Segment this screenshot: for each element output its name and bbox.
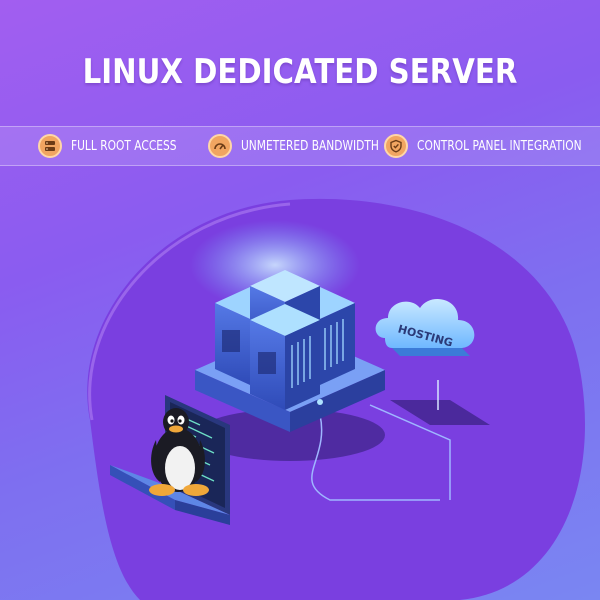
feature-control-panel-integration: CONTROL PANEL INTEGRATION — [384, 133, 600, 159]
server-shadow — [195, 409, 385, 461]
background-blob-rim — [88, 202, 291, 421]
base-led — [317, 399, 323, 405]
server-base-right — [290, 370, 385, 432]
feature-bar: FULL ROOT ACCESS UNMETERED BANDWIDTH CON… — [0, 126, 600, 166]
speed-gauge-icon — [208, 134, 232, 158]
feature-label: FULL ROOT ACCESS — [71, 138, 177, 154]
feature-full-root-access: FULL ROOT ACCESS — [38, 133, 200, 159]
network-cable — [311, 414, 440, 501]
network-cable — [369, 404, 451, 500]
page-title: LINUX DEDICATED SERVER — [82, 52, 518, 92]
feature-label: CONTROL PANEL INTEGRATION — [417, 138, 582, 154]
hosting-cloud: HOSTING — [375, 298, 475, 356]
feature-label: UNMETERED BANDWIDTH — [241, 138, 379, 154]
cloud-shadow — [390, 400, 490, 425]
server-base-left — [195, 370, 290, 432]
tux-penguin — [149, 408, 209, 496]
server-illustration: HOSTING — [87, 198, 585, 600]
shield-check-icon — [384, 134, 408, 158]
feature-unmetered-bandwidth: UNMETERED BANDWIDTH — [208, 133, 409, 159]
server-icon — [38, 134, 62, 158]
